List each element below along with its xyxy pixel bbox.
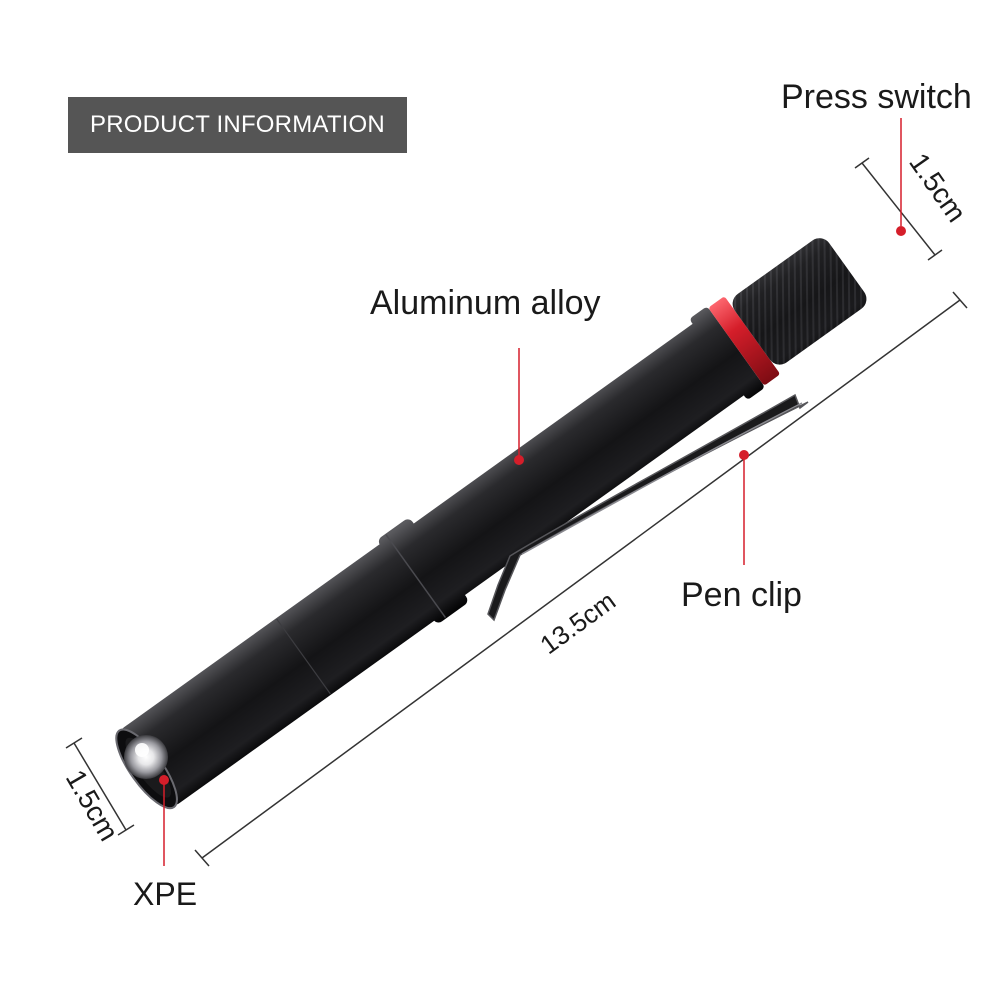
led-lens-icon <box>124 735 168 779</box>
flashlight <box>115 238 867 810</box>
aluminum-alloy-label: Aluminum alloy <box>370 284 601 322</box>
press-switch-label: Press switch <box>781 78 972 116</box>
tail-cap-ring <box>690 307 764 399</box>
length-dimension-line <box>201 299 961 859</box>
press-switch-dot <box>896 226 906 236</box>
joint-collar <box>378 519 468 623</box>
length-label: 13.5cm <box>534 586 621 660</box>
banner-title: PRODUCT INFORMATION <box>90 111 385 138</box>
dimension-lines <box>65 157 968 867</box>
tail-diameter-line <box>861 162 936 256</box>
pen-clip <box>487 393 809 622</box>
tail-diameter-label: 1.5cm <box>903 147 972 227</box>
aluminum-alloy-dot <box>514 455 524 465</box>
callout-pointers <box>163 118 902 866</box>
pen-clip-label: Pen clip <box>681 576 802 614</box>
head-diameter-label: 1.5cm <box>60 764 125 846</box>
head-section <box>120 542 438 806</box>
red-accent-ring <box>709 297 780 385</box>
xpe-dot <box>159 775 169 785</box>
head-diameter-line <box>73 742 127 831</box>
pen-clip-dot <box>739 450 749 460</box>
product-information-banner: PRODUCT INFORMATION <box>68 97 407 153</box>
main-tube <box>410 318 752 598</box>
xpe-label: XPE <box>133 876 198 912</box>
